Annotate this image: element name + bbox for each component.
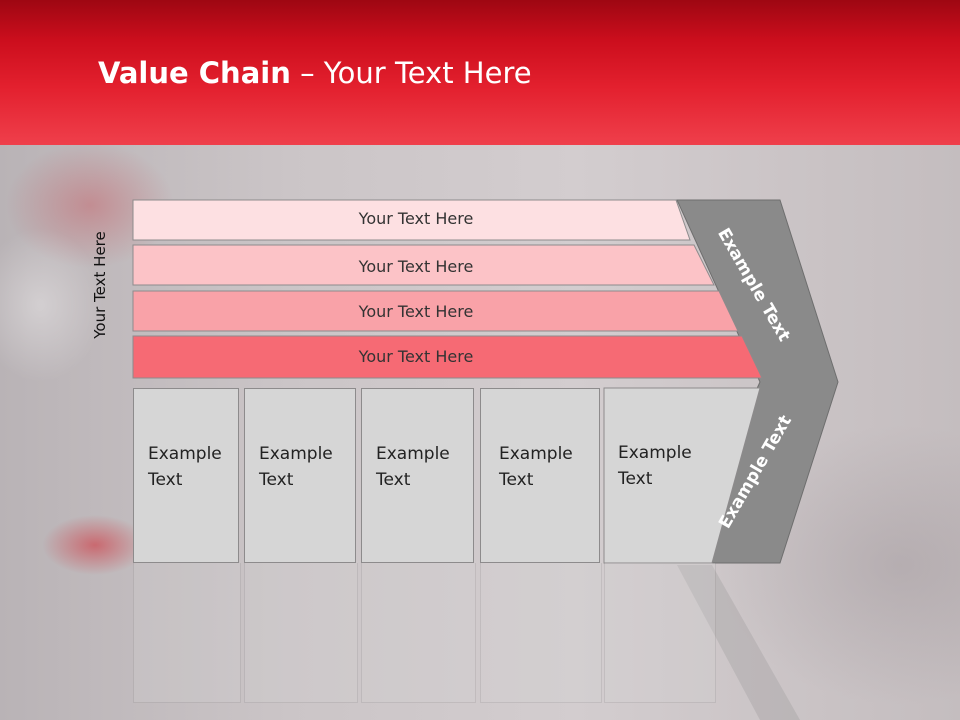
bar-label-2[interactable]: Your Text Here <box>358 257 474 276</box>
side-label[interactable]: Your Text Here <box>91 231 109 339</box>
value-bar-4 <box>132 335 763 379</box>
bar-label-3[interactable]: Your Text Here <box>358 302 474 321</box>
value-bar-1 <box>132 199 691 241</box>
chevron-arrow <box>676 199 839 564</box>
cell-5-shape <box>603 387 761 564</box>
cells-reflection <box>133 563 763 703</box>
bar-label-1[interactable]: Your Text Here <box>358 209 474 228</box>
value-bar-2 <box>132 244 715 286</box>
chevron-reflection <box>677 565 800 720</box>
slide-header <box>0 0 960 145</box>
bar-label-4[interactable]: Your Text Here <box>358 347 474 366</box>
value-bar-3 <box>132 290 739 332</box>
slide-title[interactable]: Value Chain – Your Text Here <box>98 56 532 90</box>
